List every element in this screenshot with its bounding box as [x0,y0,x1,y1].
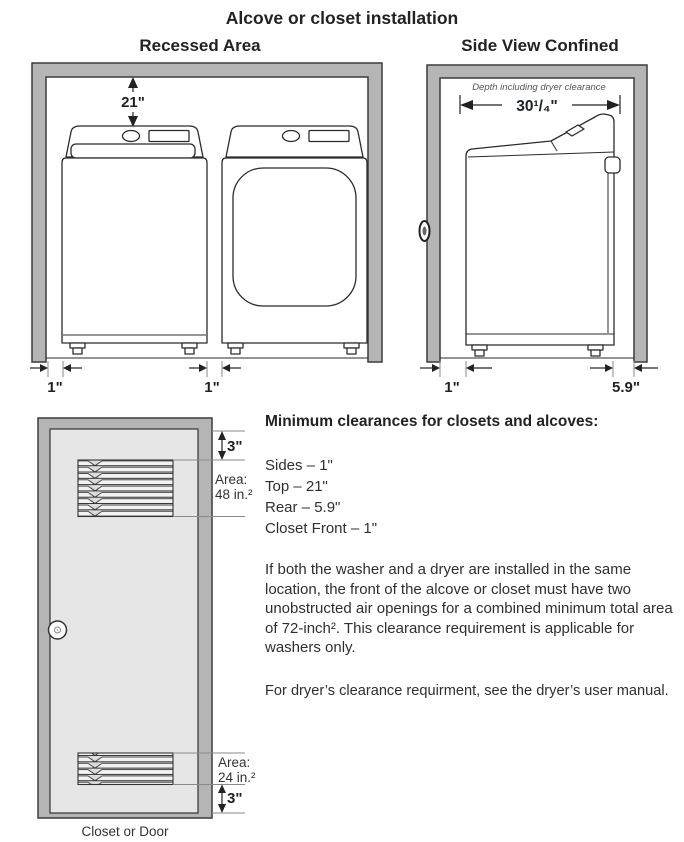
side-view-heading: Side View Confined [461,36,619,55]
washer-lid [70,143,196,159]
dim-front-label: 1" [444,379,459,396]
page-title: Alcove or closet installation [225,8,459,28]
dim-vent-bottom-offset: 3" [218,784,242,813]
recessed-area-diagram: 21" 1" 1" [30,62,383,396]
vent-top [77,459,174,518]
dim-vent-bottom-offset-label: 3" [227,790,242,807]
vent-bottom-area-value: 24 in.² [218,770,256,785]
dryer-front-drawing [221,125,368,355]
vent-top-area-label: Area: [215,472,247,487]
washer-side-drawing [465,113,621,357]
depth-note: Depth including dryer clearance [472,82,606,93]
dryer-knob-icon [281,129,301,143]
vent-bottom [77,752,174,786]
dim-side-gap: 1" 1" [30,361,241,396]
door-knob-icon [47,620,68,640]
side-door-knob-icon [418,220,431,242]
washer-knob-icon [121,129,141,143]
clearance-item-closet-front: Closet Front – 1" [265,520,378,537]
clearance-item-sides: Sides – 1" [265,457,333,474]
alcove-walls [31,62,383,363]
dim-depth: 30¹/₄" [459,95,621,115]
dim-top-clearance-label: 21" [121,94,145,111]
dim-vent-top-offset-label: 3" [227,438,242,455]
clearance-item-top: Top – 21" [265,478,328,495]
vent-bottom-area-label: Area: [218,755,250,770]
vent-top-area-value: 48 in.² [215,487,253,502]
dim-vent-top-offset: 3" [218,431,242,460]
clearance-item-rear: Rear – 5.9" [265,499,341,516]
dryer-display [308,129,350,143]
dim-front-rear: 1" 5.9" [420,361,658,396]
dim-depth-label: 30¹/₄" [516,98,557,115]
washer-front-drawing [61,125,208,355]
console-tab [565,124,585,137]
door-caption: Closet or Door [81,824,169,839]
dim-rear-label: 5.9" [612,379,640,396]
closet-walls [426,64,648,363]
back-panel-cap [604,156,621,174]
combined-openings-note: If both the washer and a dryer are insta… [265,561,673,656]
recessed-area-heading: Recessed Area [139,36,261,55]
dim-top-clearance: 21" [121,77,145,127]
dim-between-gap-label: 1" [204,379,219,396]
washer-display [148,129,190,143]
dim-side-gap-label: 1" [47,379,62,396]
dryer-manual-note: For dryer’s clearance requirment, see th… [265,682,669,699]
clearances-list: Sides – 1" Top – 21" Rear – 5.9" Closet … [265,455,684,539]
closet-door-diagram: 3" Area: 48 in.² Area: 24 in.² 3" [37,417,256,819]
side-view-diagram: Depth including dryer clearance 30¹/₄" [418,64,658,396]
dryer-door [232,167,357,307]
clearances-heading: Minimum clearances for closets and alcov… [265,413,599,430]
clearances-section: Minimum clearances for closets and alcov… [265,413,684,701]
